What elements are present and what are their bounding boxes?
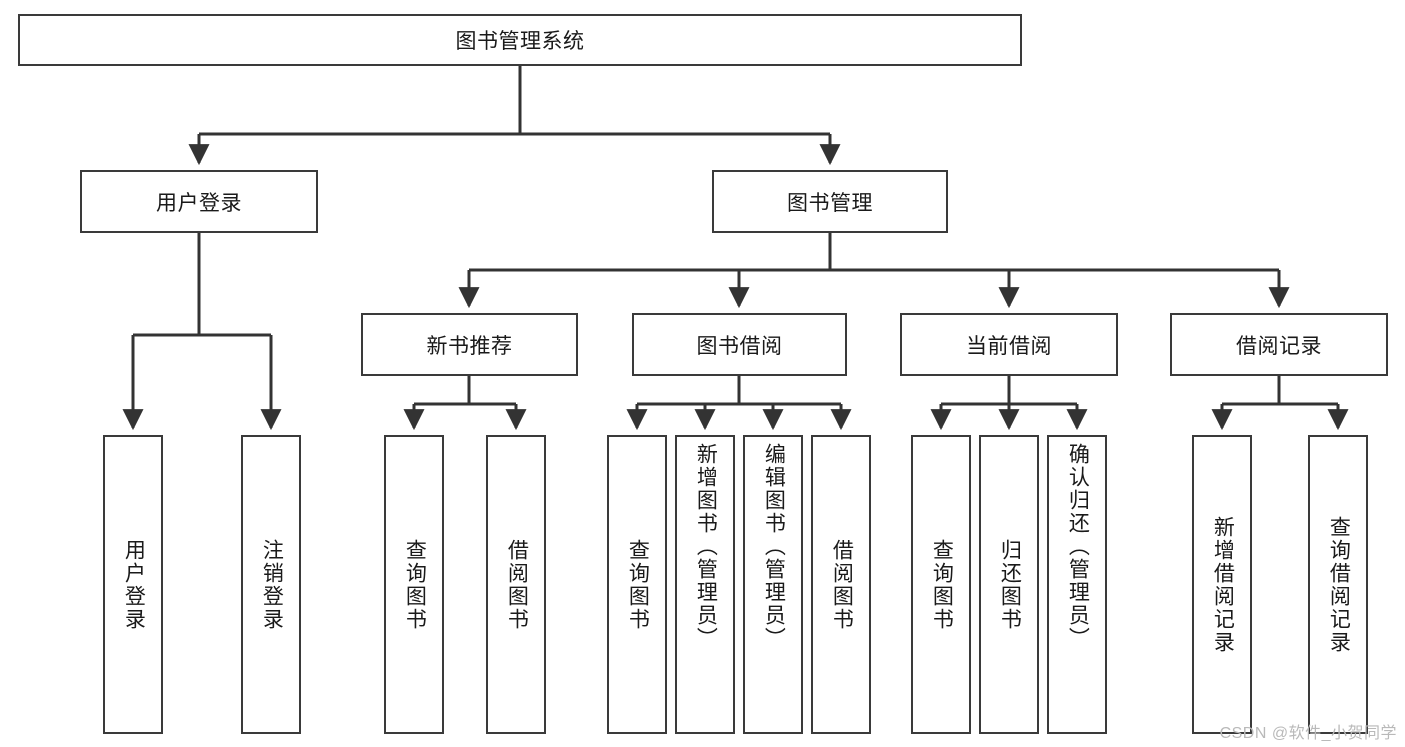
- leaf-borrow-book-1[interactable]: 借阅图书: [486, 435, 546, 734]
- leaf-add-book[interactable]: 新增图书（管理员）: [675, 435, 735, 734]
- leaf-user-logout[interactable]: 注销登录: [241, 435, 301, 734]
- node-current-borrow-label: 当前借阅: [966, 334, 1052, 358]
- leaf-query-book-1[interactable]: 查询图书: [384, 435, 444, 734]
- leaf-edit-book[interactable]: 编辑图书（管理员）: [743, 435, 803, 734]
- leaf-query-book-3[interactable]: 查询图书: [911, 435, 971, 734]
- node-book-manage-label: 图书管理: [787, 191, 873, 215]
- node-root[interactable]: 图书管理系统: [18, 14, 1022, 66]
- leaf-return-book-label: 归还图书: [998, 538, 1022, 631]
- node-book-borrow-label: 图书借阅: [696, 334, 783, 358]
- leaf-borrow-book-1-label: 借阅图书: [505, 538, 529, 631]
- leaf-query-book-1-label: 查询图书: [403, 538, 427, 631]
- node-borrow-record[interactable]: 借阅记录: [1170, 313, 1388, 376]
- node-book-borrow[interactable]: 图书借阅: [632, 313, 847, 376]
- node-new-book-recommend[interactable]: 新书推荐: [361, 313, 578, 376]
- leaf-user-login[interactable]: 用户登录: [103, 435, 163, 734]
- node-borrow-record-label: 借阅记录: [1236, 334, 1322, 358]
- leaf-user-login-label: 用户登录: [122, 538, 146, 631]
- leaf-edit-book-label: 编辑图书（管理员）: [762, 443, 786, 650]
- leaf-query-book-3-label: 查询图书: [930, 538, 954, 631]
- node-user-login-label: 用户登录: [156, 191, 242, 215]
- node-current-borrow[interactable]: 当前借阅: [900, 313, 1118, 376]
- leaf-confirm-return-label: 确认归还（管理员）: [1066, 443, 1090, 650]
- leaf-add-book-label: 新增图书（管理员）: [694, 443, 718, 650]
- leaf-query-record[interactable]: 查询借阅记录: [1308, 435, 1368, 734]
- watermark-text: CSDN @软件_小贺同学: [1219, 725, 1397, 742]
- node-root-label: 图书管理系统: [455, 30, 585, 53]
- leaf-query-book-2[interactable]: 查询图书: [607, 435, 667, 734]
- leaf-query-record-label: 查询借阅记录: [1327, 515, 1351, 654]
- node-user-login[interactable]: 用户登录: [80, 170, 318, 233]
- leaf-query-book-2-label: 查询图书: [626, 538, 650, 631]
- leaf-user-logout-label: 注销登录: [260, 538, 284, 631]
- leaf-add-record[interactable]: 新增借阅记录: [1192, 435, 1252, 734]
- node-book-manage[interactable]: 图书管理: [712, 170, 948, 233]
- leaf-add-record-label: 新增借阅记录: [1211, 515, 1235, 654]
- leaf-return-book[interactable]: 归还图书: [979, 435, 1039, 734]
- leaf-borrow-book-2[interactable]: 借阅图书: [811, 435, 871, 734]
- leaf-borrow-book-2-label: 借阅图书: [830, 538, 854, 631]
- leaf-confirm-return[interactable]: 确认归还（管理员）: [1047, 435, 1107, 734]
- node-new-book-recommend-label: 新书推荐: [426, 334, 513, 358]
